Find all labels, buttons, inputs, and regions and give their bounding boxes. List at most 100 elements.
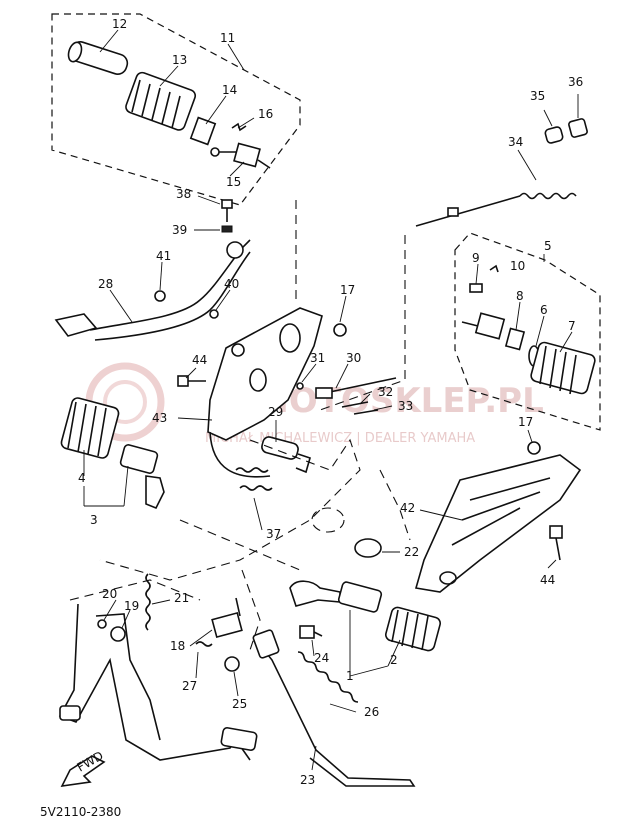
callout-2: 2 (390, 653, 398, 667)
callout-16: 16 (258, 107, 273, 121)
callout-7: 7 (568, 319, 576, 333)
part-2-footrest-rubber (385, 606, 441, 652)
callout-34: 34 (508, 135, 523, 149)
part-38-bolt (221, 199, 233, 222)
callout-41: 41 (156, 249, 171, 263)
part-27-spring (195, 641, 213, 647)
callout-40: 40 (224, 277, 239, 291)
part-39-nut (221, 225, 233, 233)
part-1-footrest-assy (289, 580, 383, 613)
part-37-spring (235, 467, 273, 491)
callout-21: 21 (174, 591, 189, 605)
part-28-brake-pedal (54, 239, 251, 341)
part-34-cable (415, 192, 577, 227)
callout-17a: 17 (340, 283, 355, 297)
callout-37: 37 (266, 527, 281, 541)
part-10-clip (489, 264, 499, 273)
callout-labels: 11 12 13 14 16 15 38 39 41 28 40 17 44 3… (78, 17, 583, 787)
leader-lines (83, 29, 579, 771)
callout-18: 18 (170, 639, 185, 653)
part-31-pin (296, 382, 304, 390)
part-12-rod (67, 41, 129, 75)
part-22-damper (354, 538, 382, 558)
diagram-ref-code: 5V2110-2380 (40, 805, 122, 819)
callout-43: 43 (152, 411, 167, 425)
callout-28: 28 (98, 277, 113, 291)
part-29-shaft (261, 436, 311, 474)
watermark: MOTOSKLEP.PL MICHAŁ MICHALEWICZ | DEALER… (85, 362, 544, 446)
callout-39: 39 (172, 223, 187, 237)
callout-13: 13 (172, 53, 187, 67)
callout-36: 36 (568, 75, 583, 89)
main-stand (58, 603, 258, 761)
kit-box-11 (51, 13, 301, 206)
part-18-bracket (211, 597, 243, 639)
callout-25: 25 (232, 697, 247, 711)
part-32-pin (341, 401, 369, 408)
part-4-footrest-rubber (60, 397, 120, 459)
callout-17b: 17 (518, 415, 533, 429)
callout-44a: 44 (192, 353, 207, 367)
part-44a-bolt (177, 375, 206, 387)
callout-24: 24 (314, 651, 329, 665)
part-14-plate (189, 116, 217, 146)
part-41-nut (154, 290, 166, 302)
kit-box-5 (454, 232, 601, 431)
callout-9: 9 (472, 251, 480, 265)
part-35-cap (544, 126, 564, 144)
callout-35: 35 (530, 89, 545, 103)
part-7-footrest-rubber (530, 341, 596, 395)
watermark-tagline: MICHAŁ MICHALEWICZ | DEALER YAMAHA (205, 431, 475, 446)
callout-19: 19 (124, 599, 139, 613)
callout-22: 22 (404, 545, 419, 559)
part-40-pin (209, 309, 219, 319)
part-36-adjuster (568, 118, 588, 138)
callout-33: 33 (398, 399, 413, 413)
part-44b-bolt (549, 525, 563, 561)
part-26-spring (297, 651, 359, 703)
part-20-bolt (97, 619, 107, 629)
callout-32: 32 (378, 385, 393, 399)
callout-12: 12 (112, 17, 127, 31)
part-24-bolt (299, 625, 323, 639)
part-17b-nut (527, 441, 541, 455)
callout-4: 4 (78, 471, 86, 485)
part-9-pin (469, 283, 483, 293)
callout-10: 10 (510, 259, 525, 273)
part-25-nut (224, 656, 240, 672)
part-42-footrest-bracket (414, 454, 582, 593)
frame-ghost (69, 200, 411, 651)
callout-31: 31 (310, 351, 325, 365)
part-17a-nut (333, 323, 347, 337)
callout-20: 20 (102, 587, 117, 601)
callout-29: 29 (268, 405, 283, 419)
callout-15: 15 (226, 175, 241, 189)
part-21-spring (145, 573, 151, 631)
callout-14: 14 (222, 83, 237, 97)
part-33-clip (353, 409, 379, 415)
callout-5: 5 (544, 239, 552, 253)
callout-6: 6 (540, 303, 548, 317)
part-15-bracket (210, 142, 271, 169)
part-23-side-stand (252, 629, 416, 787)
callout-38: 38 (176, 187, 191, 201)
callout-42: 42 (400, 501, 415, 515)
part-group-5-bracket (461, 312, 506, 340)
part-43-footrest-bracket (207, 307, 323, 478)
callout-8: 8 (516, 289, 524, 303)
callout-1: 1 (346, 669, 354, 683)
front-arrow-icon: FWD (60, 748, 106, 788)
callout-3: 3 (90, 513, 98, 527)
callout-23: 23 (300, 773, 315, 787)
part-3-footrest-assy (119, 444, 165, 510)
part-13-footrest-rubber (125, 71, 197, 131)
callout-30: 30 (346, 351, 361, 365)
part-30-rod (315, 377, 397, 399)
callout-44b: 44 (540, 573, 555, 587)
callout-26: 26 (364, 705, 379, 719)
part-19-collar (110, 626, 126, 642)
callout-27: 27 (182, 679, 197, 693)
callout-11: 11 (220, 31, 235, 45)
part-8-plate (504, 327, 526, 351)
